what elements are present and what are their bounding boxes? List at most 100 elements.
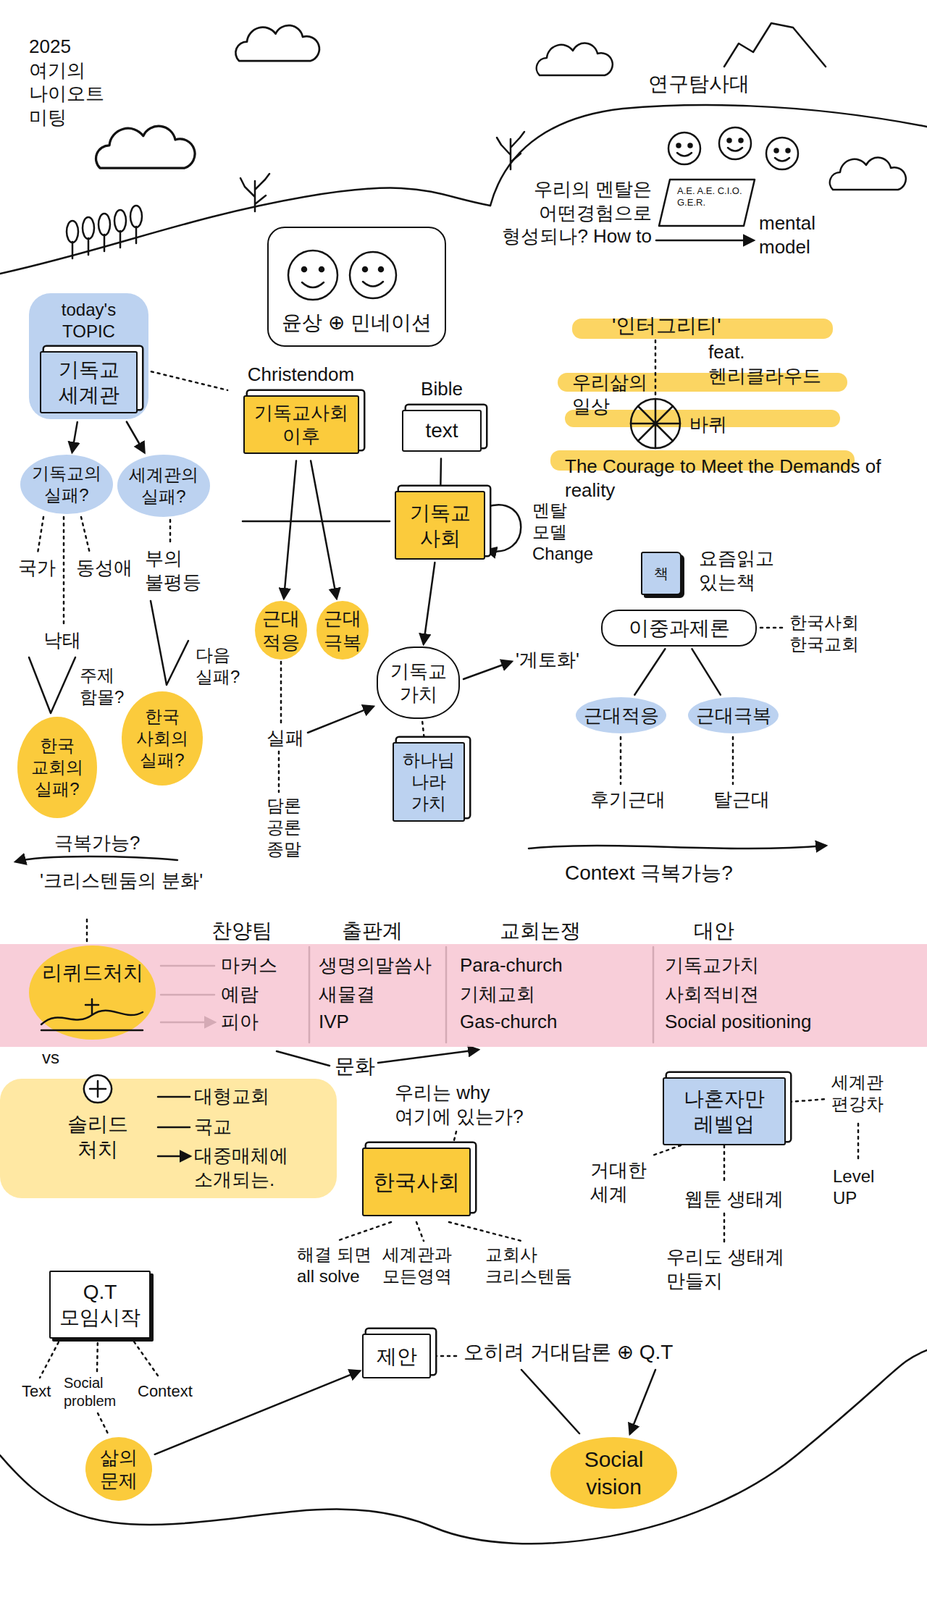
note-text: 해결 되면 all solve bbox=[296, 1244, 376, 1288]
node-body: text bbox=[401, 409, 482, 452]
node-text: 기독교 가치 bbox=[386, 659, 450, 707]
concept-blob: 근대극복 bbox=[688, 697, 779, 734]
band-text: 기체교회 bbox=[459, 982, 536, 1007]
connector bbox=[283, 461, 297, 599]
note-text: 웹툰 생태계 bbox=[684, 1187, 784, 1212]
heading-text: Christendom bbox=[247, 362, 355, 387]
check-mark bbox=[150, 601, 189, 686]
liquid-illustration bbox=[37, 992, 147, 1036]
ghetto-arrow bbox=[463, 661, 512, 680]
heading-text: today's TOPIC bbox=[34, 299, 143, 343]
node-text: 근대적응 bbox=[583, 703, 660, 728]
face-smile bbox=[774, 157, 790, 162]
leader-dotted bbox=[37, 517, 171, 625]
christendom-box: Christendom 기독교사회 이후 bbox=[230, 358, 372, 459]
body-text: 기독교 세계관 bbox=[45, 357, 132, 408]
note-text: 담론 공론 종말 bbox=[266, 795, 308, 861]
note-text: '크리스텐둠의 분화' bbox=[39, 869, 207, 893]
note-text: 부의 불평등 bbox=[144, 546, 211, 594]
grid-card bbox=[659, 179, 755, 226]
face-smile bbox=[301, 282, 324, 288]
note-text: 우리도 생태계 만들지 bbox=[666, 1245, 804, 1293]
wheel-spokes bbox=[630, 399, 681, 449]
kingdom-box: 하나님 나라 가치 bbox=[392, 742, 465, 822]
bare-tree bbox=[496, 131, 525, 170]
face-eye bbox=[677, 144, 681, 148]
note-text: 동성애 bbox=[76, 556, 133, 581]
note-text: 대형교회 bbox=[194, 1084, 270, 1109]
tree-trunk bbox=[71, 241, 74, 259]
title-text: 2025 여기의 나이오트 미팅 bbox=[28, 34, 116, 129]
question-blob: 기독교의 실패? bbox=[20, 454, 113, 515]
note-text: 대중매체에 소개되는. bbox=[194, 1144, 321, 1192]
note-text: 탈근대 bbox=[713, 787, 770, 812]
band-text: Gas-church bbox=[459, 1010, 557, 1035]
band-text: 기독교가치 bbox=[664, 953, 759, 978]
heading-text: Bible bbox=[420, 377, 463, 402]
connector bbox=[439, 459, 442, 489]
node-text: 하나님 나라 가치 bbox=[399, 749, 458, 815]
note-text: Context 극복가능? bbox=[564, 860, 733, 886]
highlight-group bbox=[550, 318, 855, 471]
note-text: 국교 bbox=[194, 1115, 232, 1140]
connector bbox=[310, 460, 337, 599]
node-text: 기독교의 실패? bbox=[27, 462, 106, 507]
band-text: 출판계 bbox=[341, 918, 403, 944]
face bbox=[668, 132, 701, 165]
note-text: 한국사회 한국교회 bbox=[789, 611, 884, 656]
connector bbox=[72, 422, 78, 452]
note-text: vs bbox=[42, 1047, 60, 1069]
note-text: 오히려 거대담론 ⊕ Q.T bbox=[463, 1339, 703, 1366]
note-text: 국가 bbox=[18, 556, 56, 581]
tree-top bbox=[82, 217, 95, 239]
face-eye bbox=[688, 144, 693, 148]
society-box: 한국사회 bbox=[362, 1147, 471, 1217]
node-text: 한국 교회의 실패? bbox=[27, 735, 87, 801]
note-text: '게토화' bbox=[515, 648, 580, 673]
concept-box: 기독교 사회 bbox=[394, 491, 486, 560]
node-text: Social vision bbox=[559, 1446, 669, 1501]
wheel bbox=[630, 399, 681, 449]
face-smile bbox=[677, 152, 692, 157]
concept-blob: 근대 적응 bbox=[254, 601, 308, 660]
tree-top bbox=[98, 213, 111, 236]
band-text: IVP bbox=[318, 1010, 350, 1035]
leader-dotted bbox=[86, 919, 89, 942]
concept-blob: 근대 극복 bbox=[316, 601, 369, 660]
pink-band: 찬양팀마커스예람피아출판계생명의말씀사새물결IVP교회논쟁Para-church… bbox=[0, 913, 927, 1052]
connector bbox=[422, 722, 425, 740]
node-text: 한국 사회의 실패? bbox=[131, 706, 193, 772]
leader-dotted bbox=[654, 340, 657, 397]
note-text: mental model bbox=[758, 211, 839, 259]
note-text: 거대한 세계 bbox=[590, 1158, 660, 1206]
node-text: 나혼자만 레벨업 bbox=[671, 1086, 778, 1138]
node-text: 세계관의 실패? bbox=[124, 464, 203, 508]
node-text: 한국사회 bbox=[372, 1168, 460, 1197]
note-text: 실패 bbox=[266, 726, 305, 751]
note-text: 문화 bbox=[334, 1053, 376, 1080]
note-text: 후기근대 bbox=[590, 787, 666, 812]
face-eye bbox=[319, 267, 324, 272]
band-text: 새물결 bbox=[318, 982, 376, 1007]
life-blob: 삶의 문제 bbox=[85, 1437, 153, 1502]
check-mark bbox=[28, 657, 76, 714]
tree-trunk bbox=[119, 231, 122, 248]
connector bbox=[634, 648, 665, 695]
band-text: 예람 bbox=[220, 982, 259, 1007]
note-text: Context bbox=[137, 1381, 193, 1403]
node-text: 솔리드 처치 bbox=[45, 1111, 150, 1163]
face-eye bbox=[774, 149, 779, 153]
cloud bbox=[536, 43, 613, 76]
mountain-peak bbox=[724, 23, 826, 67]
face-eye bbox=[739, 139, 744, 143]
solid-church: 솔리드 처치 bbox=[39, 1070, 156, 1169]
note-text: '인터그리티' bbox=[611, 312, 722, 339]
face bbox=[288, 250, 338, 300]
node-body: 기독교사회 이후 bbox=[243, 395, 360, 455]
split-line bbox=[242, 520, 390, 523]
fail-arrow bbox=[307, 706, 373, 733]
tree-top bbox=[66, 220, 79, 243]
band-text: 생명의말씀사 bbox=[318, 953, 432, 978]
cloud bbox=[829, 157, 906, 190]
